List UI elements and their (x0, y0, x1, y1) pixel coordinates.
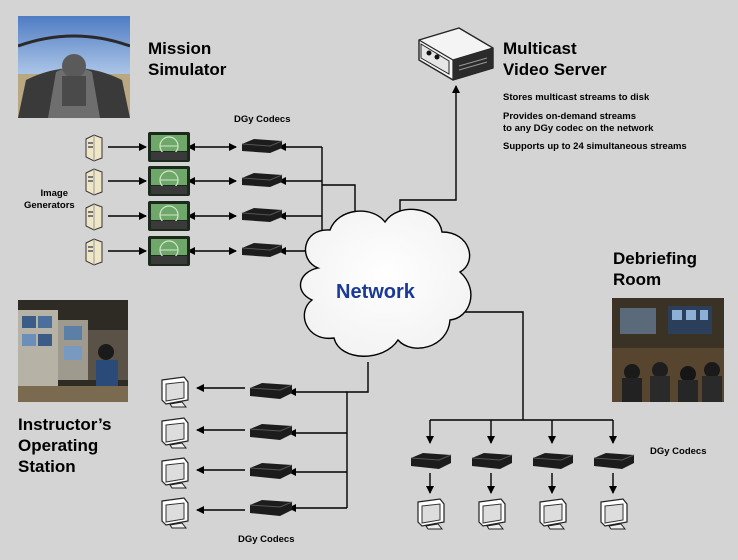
codec-box-icon (470, 452, 514, 470)
codec-box-icon (592, 452, 636, 470)
image-generators-line1: Image (40, 188, 68, 199)
image-generators-line2: Generators (24, 200, 75, 211)
monitor-icon (599, 498, 629, 530)
codec-box-icon (240, 138, 284, 154)
debriefing-title-line1: Debriefing (613, 249, 698, 268)
dgy-codecs-label-right: DGy Codecs (650, 446, 707, 457)
instructor-title-line3: Station (18, 457, 76, 476)
image-generators-label: Image Generators (24, 188, 75, 212)
mission-simulator-title-line1: Mission (148, 39, 212, 58)
monitor-icon (160, 497, 190, 529)
codec-box-icon (240, 242, 284, 258)
computer-tower-icon (84, 134, 104, 162)
instructor-station-title: Instructor’s Operating Station (18, 414, 112, 477)
hud-display-icon (148, 201, 190, 231)
network-instructor-trunk (346, 362, 369, 508)
monitor-icon (477, 498, 507, 530)
server-note-2-line2: to any DGy codec on the network (503, 123, 654, 134)
codec-box-icon (248, 499, 294, 517)
server-note-2: Provides on-demand streams to any DGy co… (503, 111, 653, 135)
debriefing-title-line2: Room (613, 270, 662, 289)
server-note-3: Supports up to 24 simultaneous streams (503, 141, 687, 152)
dgy-codecs-label-bottom: DGy Codecs (238, 534, 295, 545)
computer-tower-icon (84, 168, 104, 196)
codec-box-icon (240, 172, 284, 188)
video-server-icon (415, 22, 495, 82)
server-note-1: Stores multicast streams to disk (503, 92, 650, 103)
hud-display-icon (148, 132, 190, 162)
multicast-server-title: Multicast Video Server (503, 38, 607, 80)
codec-box-icon (240, 207, 284, 223)
codec-box-icon (248, 382, 294, 400)
network-cloud-icon (300, 208, 472, 357)
computer-tower-icon (84, 203, 104, 231)
instructor-station-photo (18, 300, 128, 402)
codec-box-icon (531, 452, 575, 470)
network-server-link (396, 85, 460, 229)
mission-simulator-title-line2: Simulator (148, 60, 227, 79)
multicast-title-line2: Video Server (503, 60, 607, 79)
monitor-icon (160, 376, 190, 408)
debriefing-room-photo (612, 298, 724, 402)
monitor-icon (160, 457, 190, 489)
hud-display-icon (148, 236, 190, 266)
mission-simulator-photo (18, 16, 130, 118)
codec-box-icon (248, 423, 294, 441)
monitor-icon (160, 417, 190, 449)
dgy-codecs-label-top: DGy Codecs (234, 114, 291, 125)
hud-display-icon (148, 166, 190, 196)
multicast-title-line1: Multicast (503, 39, 577, 58)
network-label: Network (336, 281, 415, 303)
network-debrief-trunk (463, 311, 524, 420)
codec-box-icon (248, 462, 294, 480)
instructor-title-line1: Instructor’s (18, 415, 112, 434)
computer-tower-icon (84, 238, 104, 266)
server-note-2-line1: Provides on-demand streams (503, 111, 637, 122)
debriefing-room-title: Debriefing Room (613, 248, 697, 290)
monitor-icon (538, 498, 568, 530)
mission-simulator-title: Mission Simulator (148, 38, 226, 80)
codec-box-icon (409, 452, 453, 470)
monitor-icon (416, 498, 446, 530)
instructor-title-line2: Operating (18, 436, 99, 455)
